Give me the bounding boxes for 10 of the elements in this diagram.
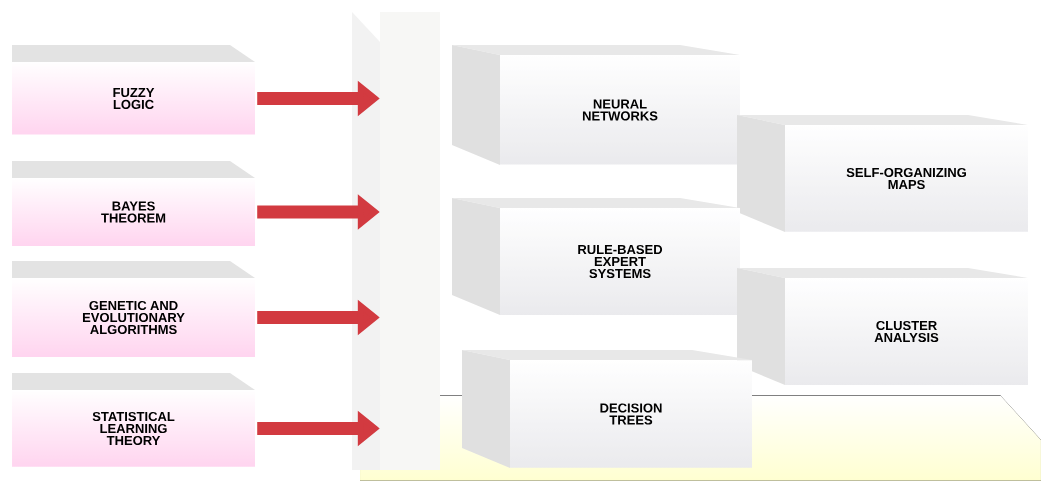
process-box: GENETIC AND EVOLUTIONARY ALGORITHMS <box>12 261 255 357</box>
wall-bar <box>352 12 440 470</box>
block-box: DECISION TREES <box>462 350 752 468</box>
block-box: SELF-ORGANIZING MAPS <box>737 115 1028 232</box>
process-box: BAYES THEOREM <box>12 161 255 246</box>
process-box: FUZZY LOGIC <box>12 45 255 135</box>
process-box: STATISTICAL LEARNING THEORY <box>12 373 255 467</box>
block-box: RULE-BASED EXPERT SYSTEMS <box>452 198 740 315</box>
block-box: NEURAL NETWORKS <box>452 45 740 165</box>
block-box: CLUSTER ANALYSIS <box>737 268 1028 385</box>
